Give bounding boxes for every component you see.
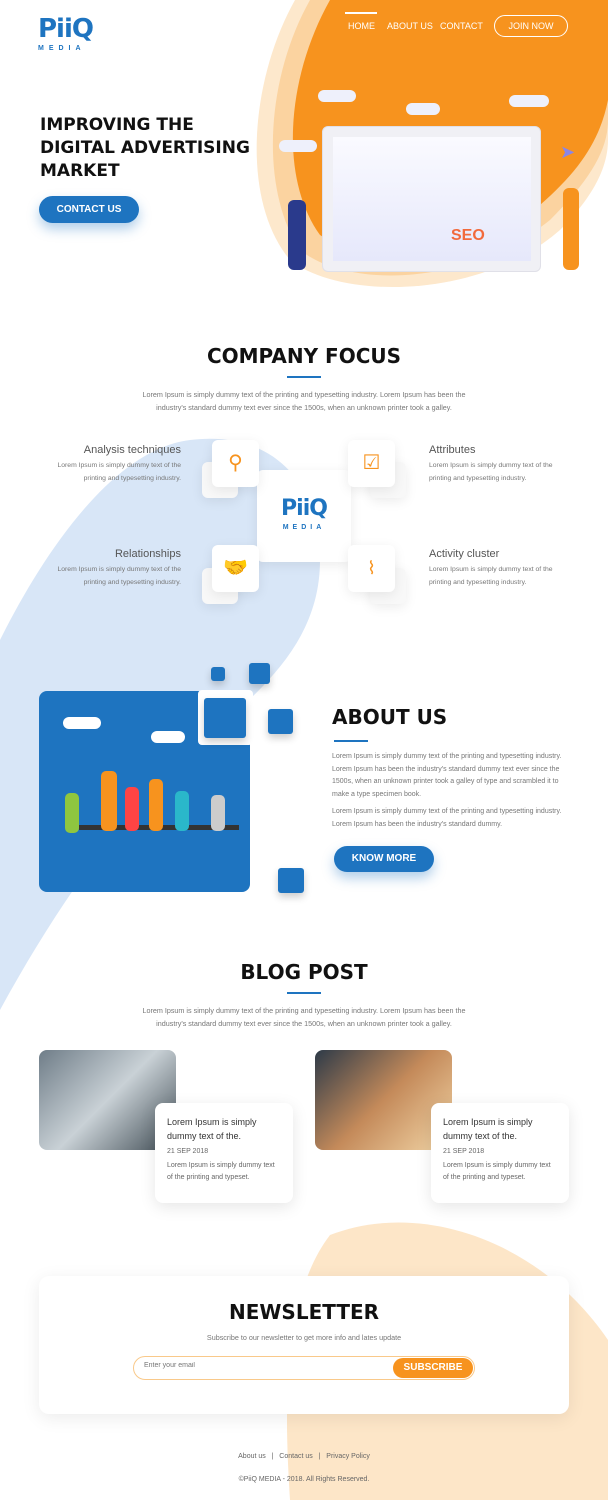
know-more-button[interactable]: KNOW MORE — [334, 846, 434, 872]
blog-title: BLOG POST — [240, 960, 368, 984]
active-nav-indicator — [345, 12, 377, 14]
footer-link-contact[interactable]: Contact us — [279, 1453, 313, 1460]
email-input[interactable] — [144, 1362, 384, 1369]
focus-item-analysis: Analysis techniques Lorem Ipsum is simpl… — [57, 444, 181, 482]
activity-window-icon: ⌇ — [348, 545, 395, 592]
blog-image[interactable] — [315, 1050, 452, 1150]
blog-card[interactable]: Lorem Ipsum is simply dummy text of the.… — [431, 1103, 569, 1203]
hero-title: IMPROVING THE DIGITAL ADVERTISING MARKET — [40, 115, 250, 181]
title-underline — [287, 376, 321, 378]
title-underline — [287, 992, 321, 994]
newsletter-title: NEWSLETTER — [228, 1300, 380, 1324]
cloud-icon — [279, 140, 317, 152]
focus-item-attributes: Attributes Lorem Ipsum is simply dummy t… — [429, 444, 553, 482]
person-figure — [288, 200, 306, 270]
copyright: ©PiiQ MEDIA - 2018. All Rights Reserved. — [238, 1476, 370, 1483]
blog-image[interactable] — [39, 1050, 176, 1150]
about-paragraph-2: Lorem Ipsum is simply dummy text of the … — [332, 808, 562, 828]
subscribe-button[interactable]: SUBSCRIBE — [393, 1358, 473, 1378]
cloud-icon — [509, 95, 549, 107]
footer-links: About us | Contact us | Privacy Policy — [238, 1453, 370, 1460]
email-field[interactable]: SUBSCRIBE — [133, 1356, 475, 1380]
newsletter-box: NEWSLETTER Subscribe to our newsletter t… — [39, 1276, 569, 1414]
about-title: ABOUT US — [332, 705, 448, 729]
laptop-screen: SEO — [322, 126, 541, 272]
focus-intro: Lorem Ipsum is simply dummy text of the … — [142, 390, 466, 412]
hero-illustration: SEO ➤ — [278, 88, 598, 278]
decor-square — [278, 868, 304, 893]
nav-home[interactable]: HOME — [348, 21, 375, 31]
footer-link-about[interactable]: About us — [238, 1453, 266, 1460]
about-text: Lorem Ipsum is simply dummy text of the … — [332, 751, 562, 831]
decor-square — [204, 698, 246, 738]
cloud-icon — [63, 717, 101, 729]
focus-item-relationships: Relationships Lorem Ipsum is simply dumm… — [57, 548, 181, 586]
analysis-magnifier-icon: ⚲ — [212, 440, 259, 487]
checklist-icon: ☑ — [348, 440, 395, 487]
footer-link-privacy[interactable]: Privacy Policy — [326, 1453, 370, 1460]
paper-plane-icon: ➤ — [560, 142, 576, 162]
logo[interactable]: PiiQ MEDIA — [38, 14, 94, 52]
center-logo-tile: PiiQ MEDIA — [257, 470, 351, 562]
person-figure — [563, 188, 579, 270]
decor-square — [249, 663, 270, 684]
nav-about[interactable]: ABOUT US — [387, 21, 433, 31]
decor-square — [268, 709, 293, 734]
nav-contact[interactable]: CONTACT — [440, 21, 483, 31]
title-underline — [334, 740, 368, 742]
decor-square — [211, 667, 225, 681]
cloud-icon — [151, 731, 185, 743]
company-focus-title: COMPANY FOCUS — [206, 344, 402, 368]
handshake-icon: 🤝 — [212, 545, 259, 592]
about-paragraph-1: Lorem Ipsum is simply dummy text of the … — [332, 753, 562, 798]
focus-item-activity: Activity cluster Lorem Ipsum is simply d… — [429, 548, 553, 586]
blog-intro: Lorem Ipsum is simply dummy text of the … — [142, 1006, 466, 1028]
cloud-icon — [406, 103, 440, 115]
join-now-button[interactable]: JOIN NOW — [494, 15, 568, 37]
blog-card[interactable]: Lorem Ipsum is simply dummy text of the.… — [155, 1103, 293, 1203]
contact-us-button[interactable]: CONTACT US — [39, 196, 139, 223]
newsletter-subtitle: Subscribe to our newsletter to get more … — [206, 1333, 402, 1342]
cloud-icon — [318, 90, 356, 102]
